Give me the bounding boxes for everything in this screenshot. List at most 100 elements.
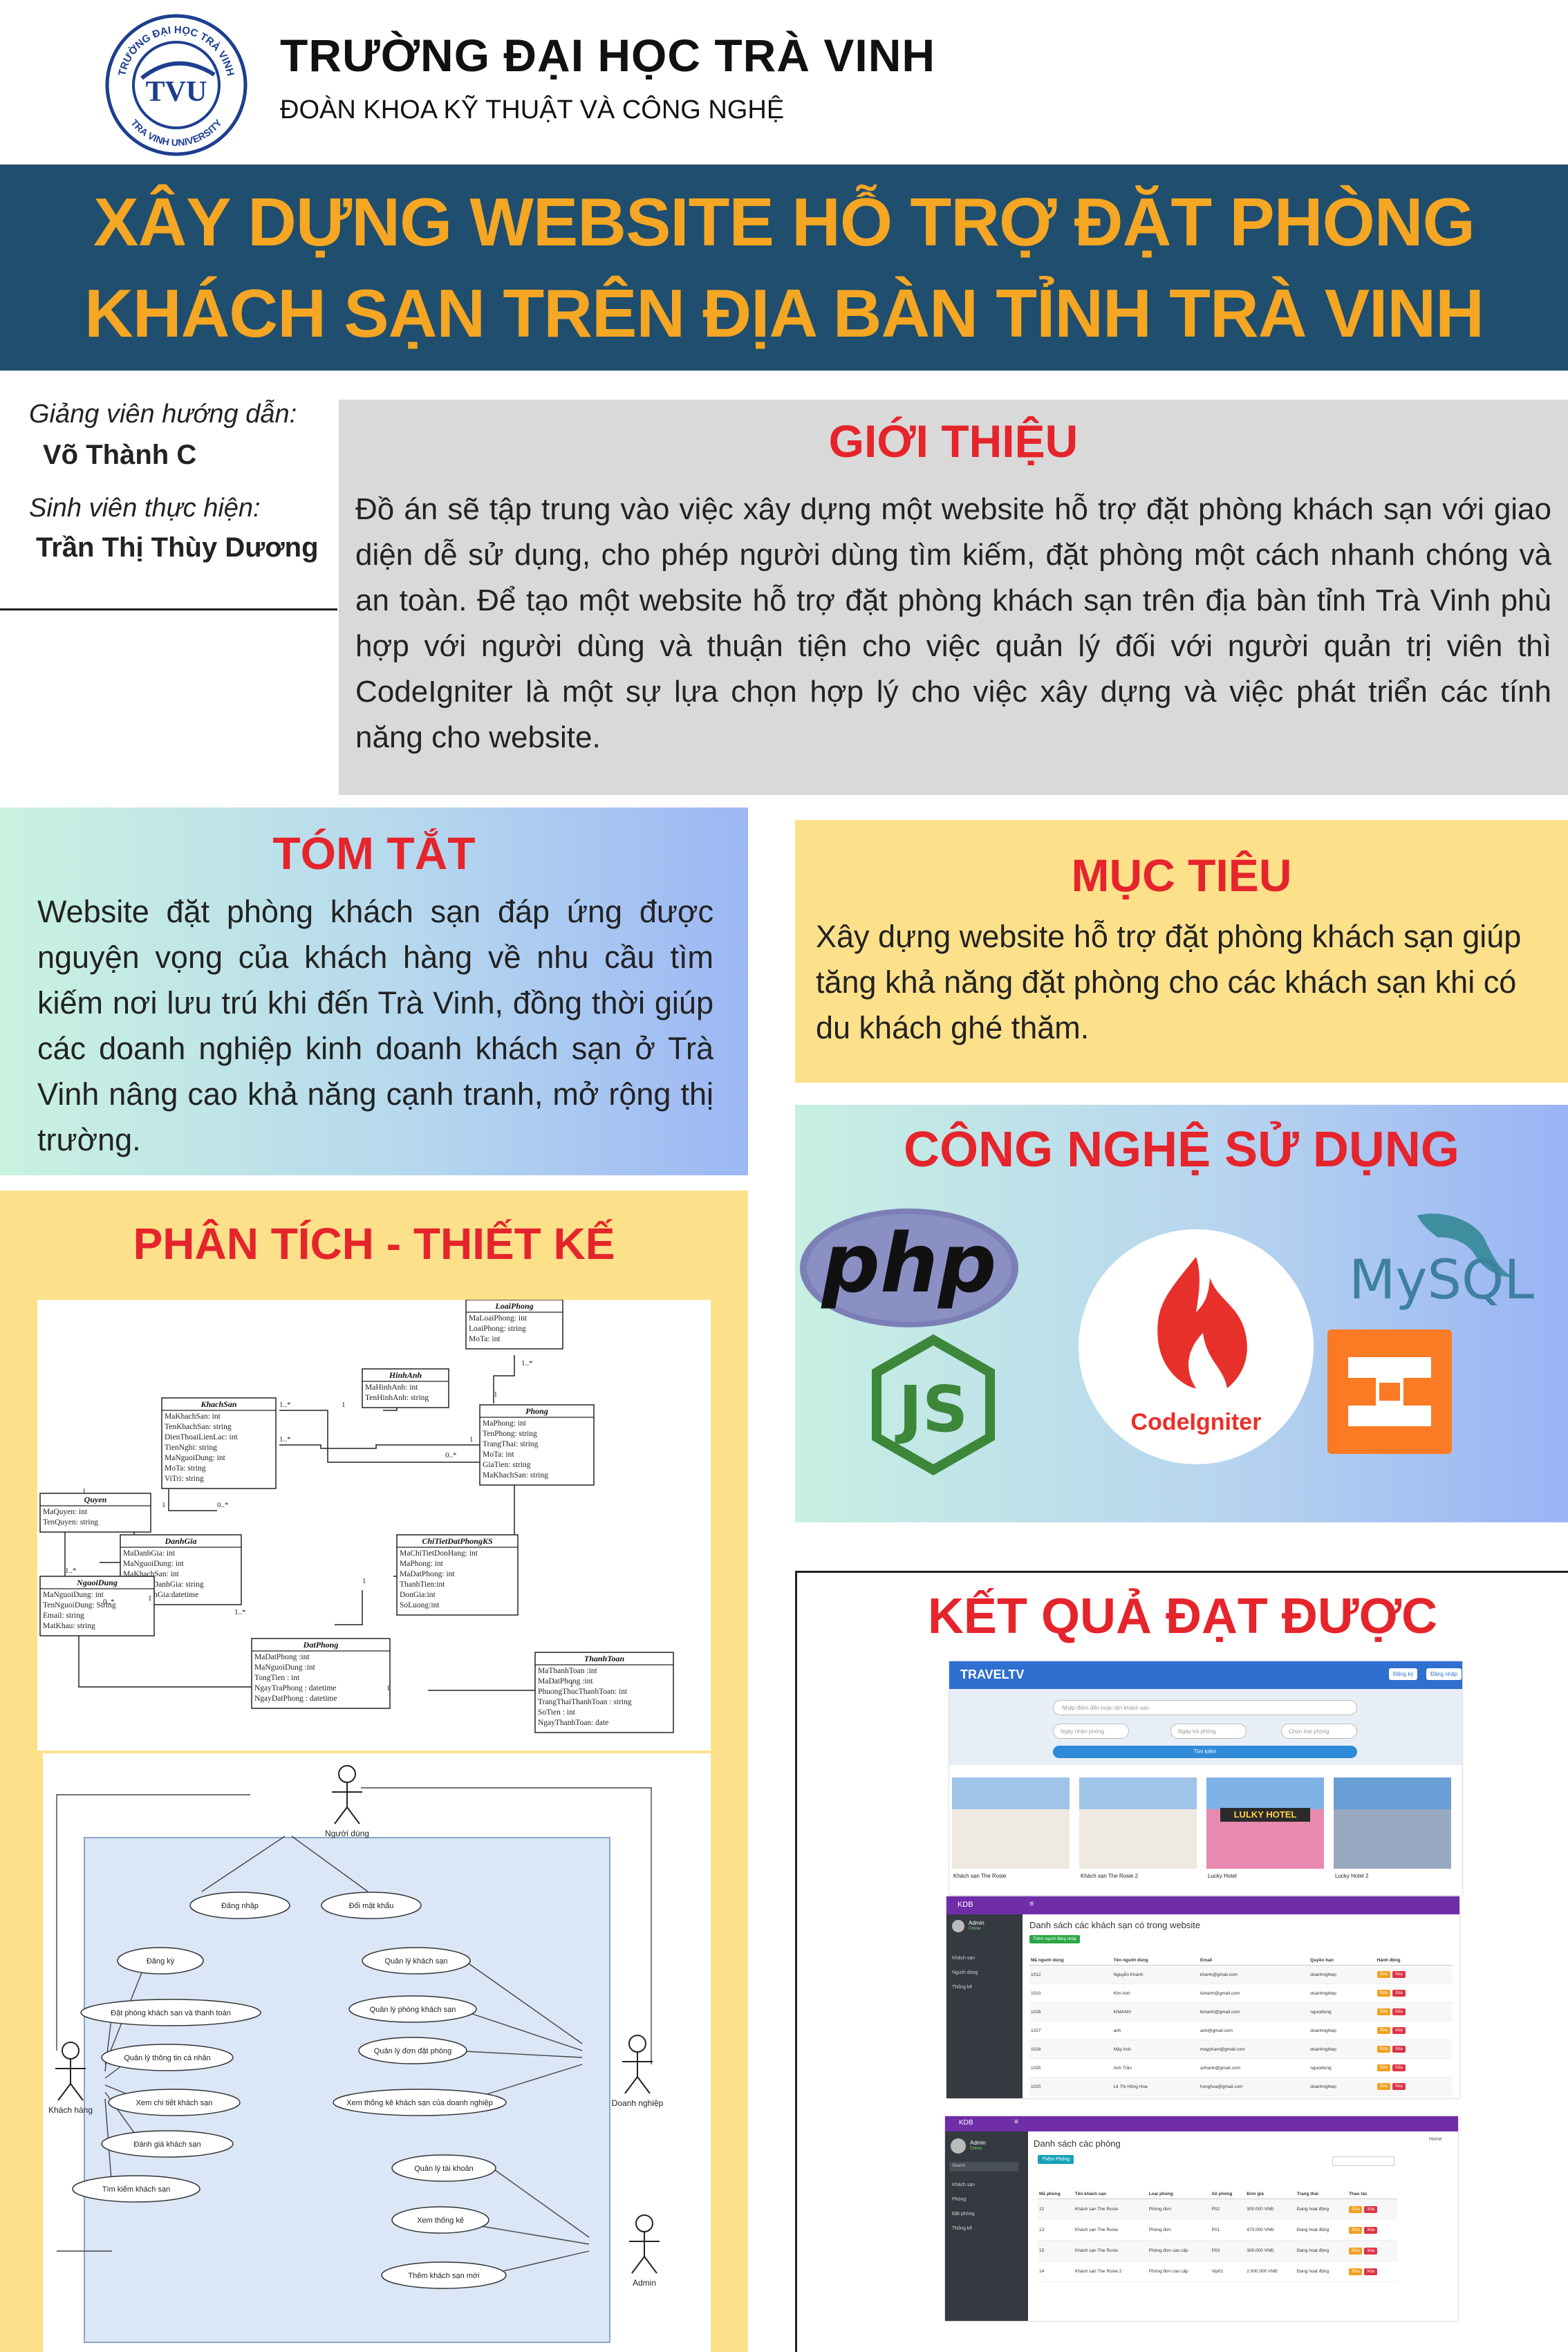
table-column-header: Quyền hạn	[1309, 1956, 1376, 1966]
uml-class-box	[479, 1404, 595, 1486]
hotel-card[interactable]: Lucky Hotel 2	[1334, 1777, 1451, 1888]
delete-button[interactable]: Xóa	[1392, 2083, 1406, 2090]
login-button[interactable]: Đăng nhập	[1426, 1668, 1462, 1680]
sidebar-menu-item[interactable]: Người dùng	[952, 1970, 978, 1975]
uml-class-attribute: NgayThanhToan: date	[538, 1719, 608, 1727]
table-cell: Khách sạn The Rosie	[1074, 2207, 1118, 2212]
add-room-button[interactable]: Thêm Phòng	[1038, 2155, 1074, 2164]
room-type-select[interactable]: Chọn loại phòng	[1281, 1724, 1357, 1739]
menu-toggle-icon[interactable]: ≡	[1029, 1900, 1034, 1908]
edit-button[interactable]: Sửa	[1376, 1990, 1391, 1997]
table-search-input[interactable]	[1332, 2156, 1394, 2166]
usecase-ellipse	[101, 2130, 234, 2158]
sidebar-menu-item[interactable]: Thống kê	[952, 2226, 973, 2231]
table-column-header: Hành động	[1375, 1956, 1453, 1966]
home-link[interactable]: Home	[1429, 2137, 1442, 2142]
table-cell: Anh Trần	[1113, 2065, 1132, 2071]
add-user-button[interactable]: Thêm người đăng nhập	[1029, 1935, 1080, 1943]
uml-class-box	[465, 1300, 563, 1350]
table-column-header: Mã người dùng	[1029, 1956, 1112, 1966]
admin-users-content: Danh sách các khách sạn có trong website…	[1023, 1914, 1459, 2098]
edit-button[interactable]: Sửa	[1376, 2046, 1391, 2053]
uml-class-attribute: MaDatPhong: int	[400, 1570, 455, 1578]
uml-class-attribute: TenKhachSan: string	[165, 1423, 232, 1431]
sidebar-search-input[interactable]: Search	[949, 2162, 1018, 2172]
hotel-name: Lucky Hotel 2	[1335, 1873, 1369, 1879]
delete-button[interactable]: Xóa	[1364, 2268, 1378, 2275]
edit-button[interactable]: Sửa	[1376, 1971, 1391, 1978]
usecase-ellipse	[72, 2175, 200, 2203]
uml-class-attribute: SoLuong:int	[400, 1601, 440, 1609]
delete-button[interactable]: Xóa	[1392, 2046, 1406, 2053]
hotel-card[interactable]: Khách sạn The Rosie 2	[1079, 1777, 1197, 1888]
checkout-input[interactable]: Ngày trả phòng	[1170, 1724, 1247, 1739]
multiplicity-label: 1..*	[234, 1608, 246, 1616]
delete-button[interactable]: Xóa	[1392, 2027, 1406, 2034]
student-label: Sinh viên thực hiện:	[29, 494, 261, 523]
usecase-label: Đặt phòng khách sạn và thanh toán	[111, 2009, 231, 2017]
uml-class-attribute: ViTri: string	[165, 1475, 204, 1483]
edit-button[interactable]: Sửa	[1376, 2027, 1391, 2034]
destination-input[interactable]: Nhập điểm đến hoặc tên khách sạn	[1053, 1700, 1357, 1715]
admin-users-brand: KDB	[958, 1901, 973, 1909]
uml-class-box	[161, 1397, 277, 1489]
uml-class-attribute: TenQuyen: string	[43, 1518, 98, 1527]
delete-button[interactable]: Xóa	[1364, 2205, 1378, 2213]
signup-button[interactable]: Đăng ký	[1389, 1668, 1418, 1680]
title-line-1: XÂY DỰNG WEBSITE HỖ TRỢ ĐẶT PHÒNG	[93, 184, 1475, 260]
table-column-header: Tên khách sạn	[1073, 2190, 1148, 2199]
uml-class-attribute: MatKhau: string	[43, 1622, 95, 1630]
uml-class-name: Phong	[525, 1406, 548, 1416]
goal-body: Xây dựng website hỗ trợ đặt phòng khách …	[816, 919, 1522, 1045]
search-button[interactable]: Tìm kiếm	[1053, 1746, 1357, 1758]
multiplicity-label: 1	[148, 1594, 152, 1603]
uml-class-attribute: MaHinhAnh: int	[365, 1383, 418, 1392]
actor-label: Người dùng	[325, 1829, 369, 1838]
table-column-header: Loại phòng	[1147, 2190, 1211, 2199]
delete-button[interactable]: Xóa	[1392, 1971, 1406, 1978]
university-logo: TRƯỜNG ĐẠI HỌC TRÀ VINH TRA VINH UNIVERS…	[105, 14, 248, 156]
delete-button[interactable]: Xóa	[1392, 2008, 1406, 2015]
uml-class-attribute: MaNguoiDung: int	[123, 1560, 185, 1568]
checkin-input[interactable]: Ngày nhận phòng	[1053, 1724, 1129, 1739]
edit-button[interactable]: Sửa	[1349, 2247, 1363, 2255]
edit-button[interactable]: Sửa	[1376, 2064, 1391, 2071]
usecase-ellipse	[358, 2037, 467, 2064]
delete-button[interactable]: Xóa	[1364, 2247, 1378, 2255]
table-cell: 1012	[1031, 1972, 1041, 1977]
tech-logos: php CodeIgniter MySQL JS	[800, 1208, 1534, 1476]
hotel-card[interactable]: Khách sạn The Rosie	[952, 1777, 1070, 1888]
uml-class-attribute: ThanhTien:int	[400, 1580, 445, 1589]
usecase-label: Quản lý thông tin cá nhân	[124, 2054, 210, 2062]
sidebar-menu-item[interactable]: Đặt phòng	[952, 2212, 975, 2216]
delete-button[interactable]: Xóa	[1392, 2064, 1406, 2071]
multiplicity-label: 1..*	[279, 1401, 291, 1409]
edit-button[interactable]: Sửa	[1376, 2008, 1391, 2015]
edit-button[interactable]: Sửa	[1349, 2205, 1363, 2213]
uml-class-attribute: DonGia:int	[400, 1591, 436, 1599]
sidebar-menu-item[interactable]: Phòng	[952, 2197, 967, 2202]
sidebar-menu-item[interactable]: Khách sạn	[952, 2183, 976, 2187]
sidebar-menu-item[interactable]: Thống kê	[952, 1985, 973, 1990]
sidebar-menu-item[interactable]: Khách sạn	[952, 1956, 976, 1961]
delete-button[interactable]: Xóa	[1364, 2226, 1378, 2234]
usecase-ellipse	[101, 2044, 234, 2071]
table-cell: Phòng đơn	[1148, 2207, 1171, 2212]
table-cell: 1010	[1031, 1990, 1041, 1996]
edit-button[interactable]: Sửa	[1376, 2083, 1391, 2090]
table-cell: Khách sạn The Rosie	[1074, 2248, 1118, 2253]
edit-button[interactable]: Sửa	[1349, 2226, 1363, 2234]
edit-button[interactable]: Sửa	[1349, 2268, 1363, 2275]
delete-button[interactable]: Xóa	[1392, 1990, 1406, 1997]
uml-class-attribute: TrangThai: string	[483, 1440, 539, 1448]
table-cell: Phòng đơn cao cấp	[1148, 2248, 1188, 2253]
table-column-header: Trạng thái	[1295, 2190, 1348, 2199]
menu-toggle-icon[interactable]: ≡	[1014, 2118, 1018, 2126]
search-panel: Nhập điểm đến hoặc tên khách sạn Ngày nh…	[949, 1689, 1462, 1765]
php-logo: php	[800, 1208, 1018, 1327]
